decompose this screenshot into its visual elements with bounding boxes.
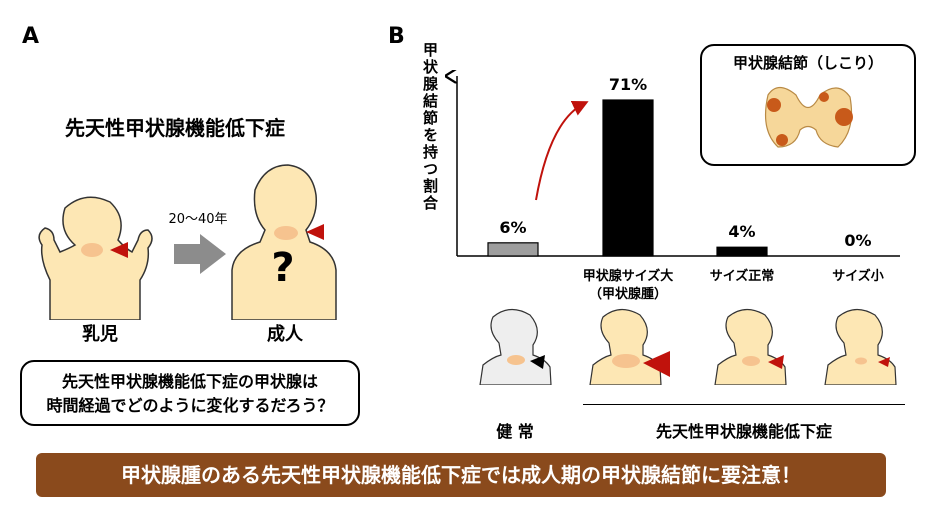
group-label-healthy: 健 常 xyxy=(496,422,534,441)
panel-a-letter: A xyxy=(22,24,40,49)
infant-thyroid xyxy=(81,243,103,257)
category-label-1-1: （甲状腺腫） xyxy=(589,286,667,302)
panel-a-title: 先天性甲状腺機能低下症 xyxy=(65,116,285,140)
conclusion-banner: 甲状腺腫のある先天性甲状腺機能低下症では成人期の甲状腺結節に要注意！ xyxy=(36,453,886,497)
question-line-1: 先天性甲状腺機能低下症の甲状腺は xyxy=(61,372,318,391)
conclusion-text: 甲状腺腫のある先天性甲状腺機能低下症では成人期の甲状腺結節に要注意！ xyxy=(121,463,801,487)
infant-figure xyxy=(38,196,153,320)
bar-0 xyxy=(487,242,539,257)
bar-value-label-3: 0% xyxy=(844,231,871,250)
question-box: 先天性甲状腺機能低下症の甲状腺は 時間経過でどのように変化するだろう？ xyxy=(20,360,360,426)
category-label-1-0: 甲状腺サイズ大 xyxy=(583,268,674,284)
bar-value-label-2: 4% xyxy=(728,222,755,241)
thyroid-nodule-icon xyxy=(765,86,853,148)
small-size-head-icon xyxy=(824,308,897,385)
time-label: 20〜40年 xyxy=(168,212,228,227)
infant-label: 乳児 xyxy=(82,324,118,345)
bar-1 xyxy=(602,99,654,257)
goiter-head-icon xyxy=(589,308,670,385)
adult-thyroid xyxy=(274,226,298,240)
bar-value-label-0: 6% xyxy=(499,218,526,237)
y-axis-label: 甲状腺結節を持つ割合 xyxy=(421,42,439,212)
panel-b-letter: B xyxy=(388,24,405,49)
adult-thyroid-arrow xyxy=(306,224,324,240)
healthy-head-icon xyxy=(479,308,552,385)
group-label-ch: 先天性甲状腺機能低下症 xyxy=(655,422,832,441)
nodule-inset: 甲状腺結節（しこり） xyxy=(700,44,916,166)
trend-arrow xyxy=(535,101,589,201)
adult-label: 成人 xyxy=(267,324,303,345)
inset-title: 甲状腺結節（しこり） xyxy=(732,54,883,72)
group-bracket-line xyxy=(583,404,905,405)
infant-thyroid-arrow xyxy=(110,242,128,258)
normal-size-head-icon xyxy=(714,308,787,385)
category-label-3-0: サイズ小 xyxy=(832,268,884,284)
question-line-2: 時間経過でどのように変化するだろう？ xyxy=(46,396,334,415)
time-arrow-icon xyxy=(174,234,226,274)
question-mark: ? xyxy=(271,245,295,291)
bar-value-label-1: 71% xyxy=(609,75,647,94)
category-label-2-0: サイズ正常 xyxy=(710,268,775,284)
bar-chart: 6% 71% 甲状腺サイズ大 （甲状腺腫） 4% サイズ正常 0% サイズ小 xyxy=(440,70,900,302)
bar-2 xyxy=(716,246,768,257)
adult-figure xyxy=(231,164,337,320)
